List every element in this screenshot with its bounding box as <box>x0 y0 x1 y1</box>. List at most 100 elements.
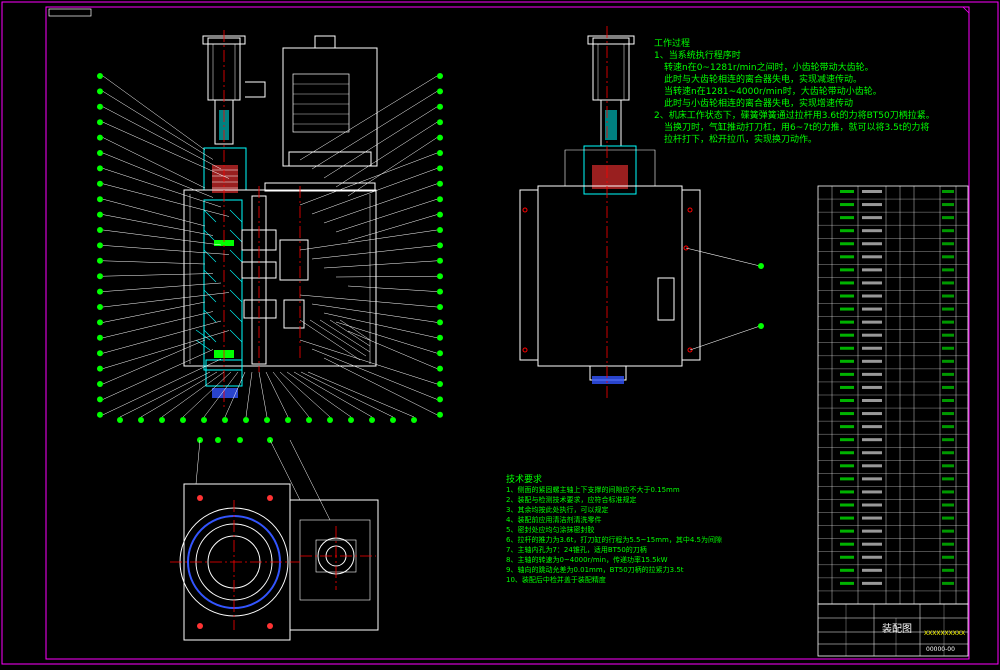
bom-cell-mark <box>840 581 854 585</box>
part-balloon <box>437 365 443 372</box>
part-balloon <box>306 417 312 423</box>
leader-line <box>311 168 438 215</box>
leader-line <box>323 183 438 224</box>
bom-cell-mark <box>862 281 882 285</box>
bom-cell-mark <box>840 529 854 533</box>
leader-line <box>300 371 394 418</box>
leader-line <box>335 275 438 278</box>
part-balloon <box>97 381 103 387</box>
bom-cell-mark <box>942 229 954 233</box>
tech-req-line: 10、装配后中检并盖于装配精度 <box>506 576 606 584</box>
company-name: XXXXXXXXXX <box>924 630 966 637</box>
tech-req-line: 6、拉杆的推力为3.6t，打刀缸的行程为5.5~15mm，其中4.5为间隙 <box>506 536 723 544</box>
bom-cell-mark <box>862 242 882 246</box>
leader-line <box>102 330 230 369</box>
part-balloon <box>348 417 354 423</box>
bom-cell-mark <box>862 359 882 363</box>
leader-line <box>102 121 230 179</box>
part-balloon <box>97 319 103 326</box>
part-balloon <box>437 150 443 156</box>
leader-line <box>299 339 438 385</box>
work-process-line: 1、当系统执行程序时 <box>654 51 741 61</box>
bom-cell-mark <box>840 203 854 207</box>
bom-cell-mark <box>862 451 882 455</box>
corner-mark <box>962 6 970 14</box>
leader-line <box>335 198 438 233</box>
part-balloon <box>437 211 443 218</box>
bom-cell-mark <box>942 216 954 220</box>
leader-line <box>102 301 206 323</box>
drawing-number: 00000-00 <box>926 646 955 653</box>
part-balloon <box>437 319 443 326</box>
bom-cell-mark <box>840 503 854 507</box>
bom-cell-mark <box>862 581 882 585</box>
bom-cell-mark <box>942 281 954 285</box>
bom-cell-mark <box>942 464 954 468</box>
part-balloon <box>437 396 443 403</box>
bom-cell-mark <box>840 320 854 324</box>
part-balloon <box>437 350 443 357</box>
leader-line <box>323 106 438 179</box>
bom-cell-mark <box>942 385 954 389</box>
leader-line <box>224 371 246 418</box>
part-balloon <box>97 242 103 249</box>
tech-req-heading: 技术要求 <box>506 475 543 485</box>
work-process-line: 当换刀时，气缸推动打刀杠，用6~7t的力推，就可以将3.5t的力将 <box>664 123 930 133</box>
leader-line <box>102 339 206 385</box>
leader-line <box>258 371 268 418</box>
bom-cell-mark <box>862 216 882 220</box>
leader-line <box>311 348 438 400</box>
leader-line <box>102 214 214 236</box>
bom-cell-mark <box>942 255 954 259</box>
part-balloon <box>437 288 443 295</box>
title-block <box>817 603 969 657</box>
bom-cell-mark <box>942 359 954 363</box>
bom-cell-mark <box>942 320 954 324</box>
bom-cell-mark <box>840 346 854 350</box>
leader-line <box>102 273 214 277</box>
work-process-line: 当转速n在1281~4000r/min时，大齿轮带动小齿轮。 <box>664 87 882 97</box>
bom-cell-mark <box>840 425 854 429</box>
leader-line <box>335 321 438 354</box>
bom-cell-mark <box>862 307 882 311</box>
bom-cell-mark <box>840 412 854 416</box>
bom-cell-mark <box>862 203 882 207</box>
part-balloon <box>243 417 249 423</box>
bom-cell-mark <box>942 294 954 298</box>
leader-line <box>335 121 438 188</box>
bom-cell-mark <box>840 464 854 468</box>
leader-line <box>102 168 222 208</box>
leader-line <box>347 137 438 197</box>
leader-line <box>311 91 438 170</box>
bom-cell-mark <box>840 268 854 272</box>
bom-cell-mark <box>942 490 954 494</box>
leader-line <box>299 152 438 206</box>
bom-cell-mark <box>862 555 882 559</box>
part-balloon <box>390 417 396 423</box>
part-balloon <box>97 304 103 310</box>
part-balloon <box>327 417 333 423</box>
leader-line <box>102 245 230 255</box>
part-balloon <box>97 196 103 203</box>
leader-line <box>102 75 206 151</box>
part-balloon <box>97 227 103 233</box>
bom-cell-mark <box>840 399 854 402</box>
bom-cell-mark <box>840 477 854 481</box>
part-balloon <box>97 365 103 372</box>
bom-cell-mark <box>840 281 854 285</box>
work-process-line: 2、机床工作状态下，碟簧弹簧通过拉杆用3.6t的力将BT50刀柄拉紧。 <box>654 111 935 121</box>
bom-cell-mark <box>942 529 954 533</box>
part-balloons <box>97 73 443 443</box>
part-balloon <box>237 437 243 443</box>
tech-req-line: 3、其余均按此处执行，可以规定 <box>506 506 609 514</box>
part-balloon <box>437 134 443 141</box>
top-view <box>170 439 379 641</box>
leader-line <box>245 371 253 418</box>
leader-line <box>347 285 438 292</box>
bom-cell-mark <box>840 294 854 298</box>
leader-line <box>102 282 222 292</box>
bom-cell-mark <box>942 451 954 455</box>
leader-line <box>102 229 222 246</box>
